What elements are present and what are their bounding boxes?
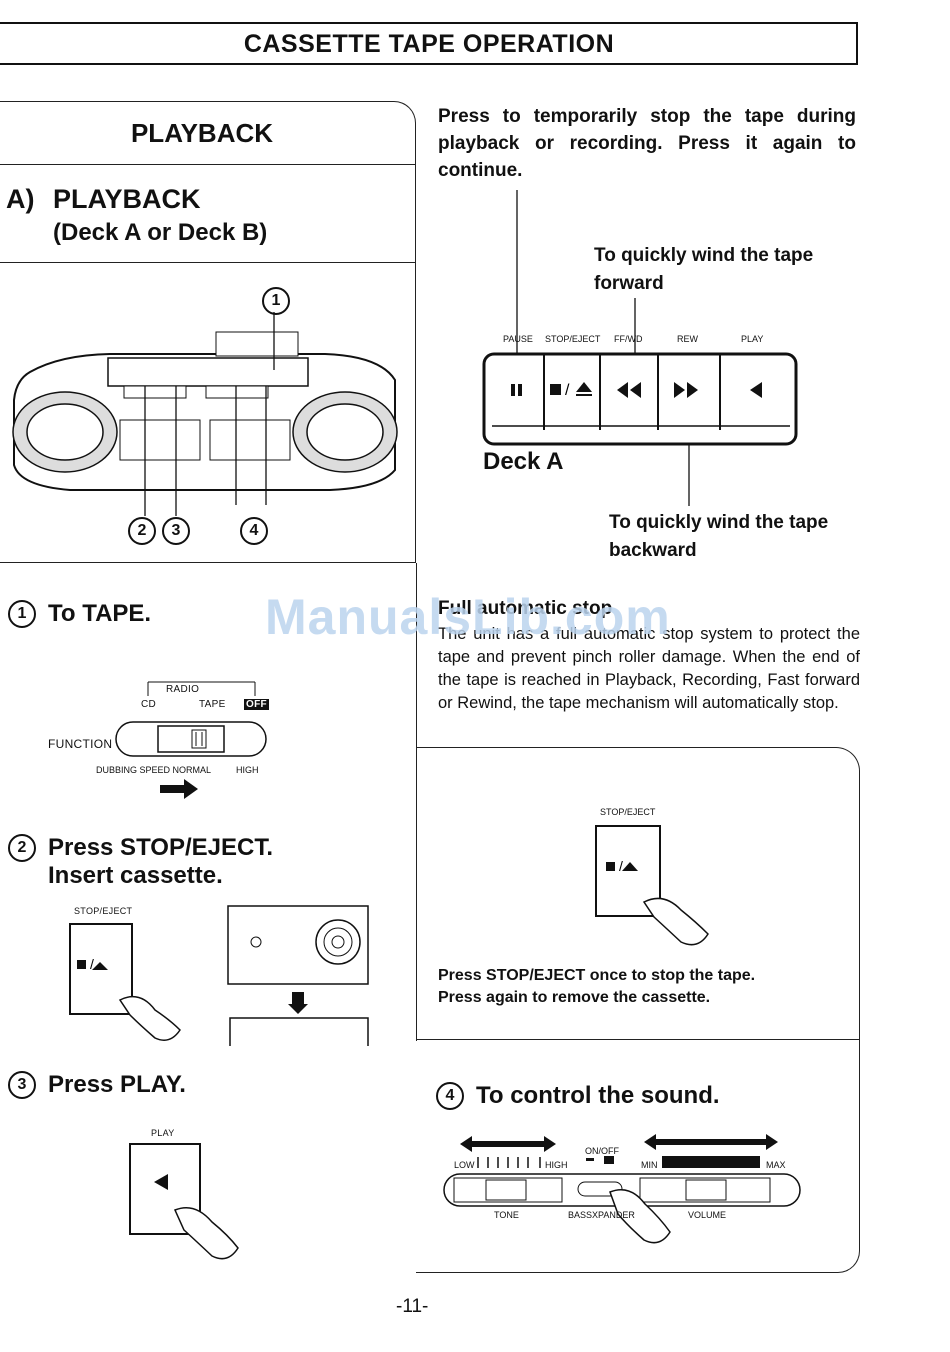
forward-description: To quickly wind the tape forward (594, 245, 814, 294)
play-deck-label: PLAY (741, 334, 764, 344)
min-label: MIN (641, 1160, 658, 1170)
playback-title: PLAYBACK (130, 118, 274, 148)
play-button-press (129, 1143, 239, 1260)
function-switch-graphic (115, 681, 267, 757)
step1-text: To TAPE. (48, 600, 152, 627)
step3-number: 3 (8, 1071, 36, 1099)
callout-2: 2 (128, 517, 156, 545)
svg-text:/: / (565, 382, 570, 399)
step2-line2: Insert cassette. (48, 862, 223, 889)
svg-text:/: / (619, 858, 623, 874)
function-label: FUNCTION (48, 737, 113, 751)
tone-label: TONE (494, 1210, 519, 1220)
radio-label: RADIO (166, 684, 200, 695)
stop-eject-label-2: STOP/EJECT (600, 807, 656, 817)
stop-eject-instruction-2: Press again to remove the cassette. (438, 989, 711, 1006)
high-tone-label: HIGH (545, 1160, 568, 1170)
section-a-subtitle: (Deck A or Deck B) (53, 219, 268, 246)
section-a-title: PLAYBACK (53, 184, 201, 214)
onoff-label: ON/OFF (585, 1146, 619, 1156)
step4-text: To control the sound. (476, 1082, 720, 1109)
stop-eject-deck-label: STOP/EJECT (545, 334, 601, 344)
divider (416, 1039, 860, 1040)
cd-label: CD (141, 699, 157, 710)
max-label: MAX (766, 1160, 786, 1170)
rew-label: REW (677, 334, 698, 344)
divider (0, 164, 416, 165)
step4-number: 4 (436, 1082, 464, 1110)
step3-text: Press PLAY. (48, 1071, 186, 1098)
pause-label: PAUSE (503, 334, 533, 344)
auto-stop-text: The unit has a full automatic stop syste… (438, 625, 860, 712)
ffwd-label: FF/WD (614, 334, 643, 344)
off-label: OFF (244, 699, 269, 710)
divider (0, 262, 416, 263)
deck-a-label: Deck A (483, 448, 564, 475)
callout-1: 1 (262, 287, 290, 315)
volume-label: VOLUME (688, 1210, 727, 1220)
high-label: HIGH (236, 765, 259, 775)
low-label: LOW (454, 1160, 475, 1170)
page-number: -11- (396, 1296, 429, 1317)
callout-4: 4 (240, 517, 268, 545)
stop-eject-instruction-1: Press STOP/EJECT once to stop the tape. (438, 967, 756, 984)
sound-controls (443, 1134, 801, 1244)
arrow-right-icon (160, 779, 198, 799)
boombox-illustration (12, 312, 398, 516)
step1-number: 1 (8, 600, 36, 628)
page-title: CASSETTE TAPE OPERATION (243, 30, 615, 58)
cassette-insert-illustration (227, 905, 369, 1046)
backward-description: To quickly wind the tape backward (609, 512, 829, 561)
play-label: PLAY (151, 1128, 175, 1138)
section-a-label: A) (6, 184, 35, 214)
divider (416, 747, 836, 748)
auto-stop-title: Full automatic stop (438, 598, 613, 619)
stop-eject-button-press: / (69, 923, 181, 1041)
stop-eject-label: STOP/EJECT (74, 906, 133, 916)
bassxpander-label: BASSXPANDER (568, 1210, 635, 1220)
dubbing-label: DUBBING SPEED NORMAL (96, 765, 212, 775)
step2-line1: Press STOP/EJECT. (48, 834, 273, 861)
column-divider (416, 563, 417, 1041)
pause-description: Press to temporarily stop the tape durin… (438, 106, 856, 181)
stop-eject-button-press-2: / (595, 825, 709, 946)
callout-3: 3 (162, 517, 190, 545)
playback-panel (0, 101, 416, 563)
deck-a-buttons: / (482, 190, 798, 506)
watermark: ManualsLib.com (265, 589, 671, 645)
tape-label: TAPE (199, 699, 226, 710)
header-frame (0, 22, 858, 65)
step2-number: 2 (8, 834, 36, 862)
svg-text:/: / (90, 956, 94, 972)
